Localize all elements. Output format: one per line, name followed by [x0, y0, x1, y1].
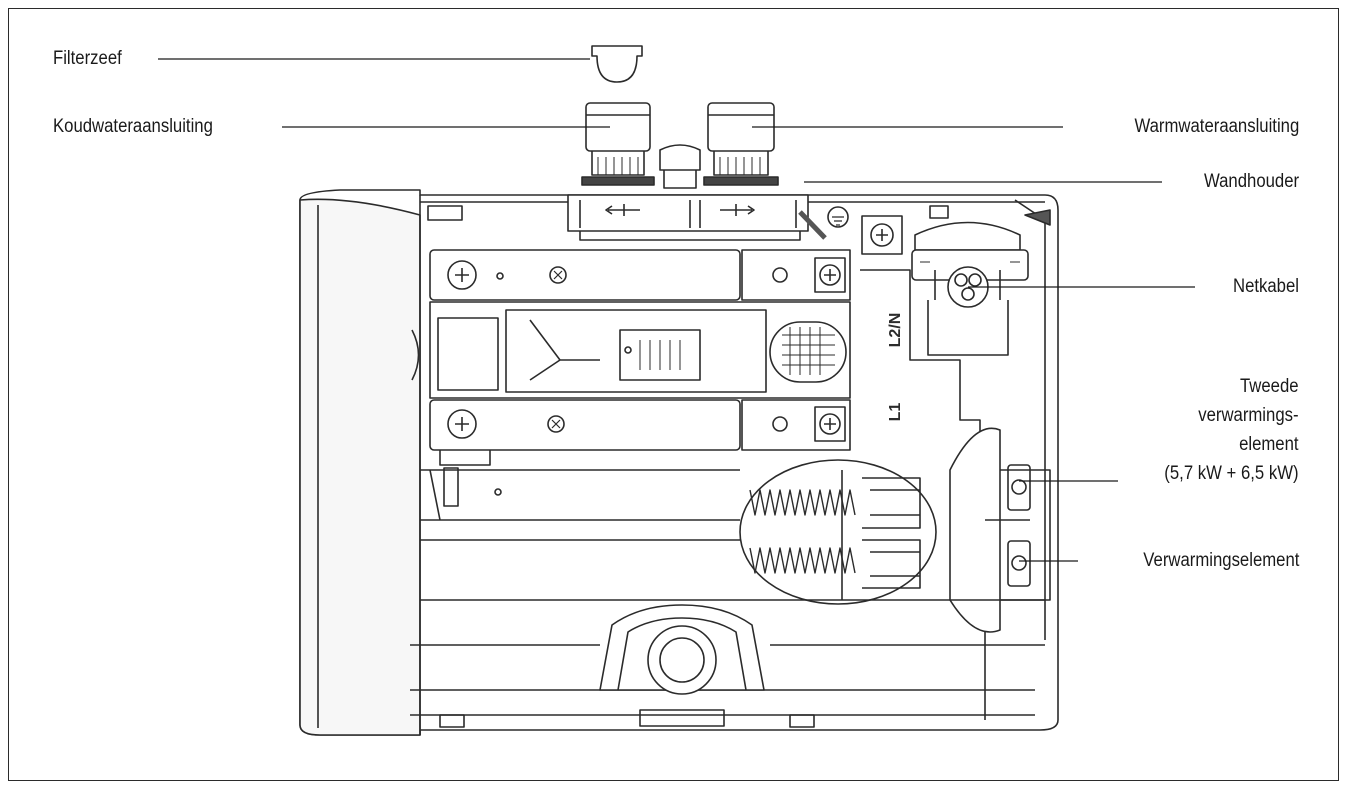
leader-lines [158, 58, 1195, 562]
terminal-block-top [861, 215, 903, 255]
diagram-frame [8, 8, 1339, 781]
ground-screw [827, 206, 849, 228]
label-tweede-line2: verwarmings- [1198, 405, 1299, 426]
label-verwarmingselement: Verwarmingselement [1142, 550, 1299, 571]
heating-coil [749, 547, 856, 574]
label-tweede-line3: element [1239, 434, 1299, 455]
label-filterzeef: Filterzeef [53, 48, 122, 69]
label-wandhouder: Wandhouder [1203, 171, 1299, 192]
label-tweede-line1: Tweede [1240, 376, 1299, 397]
terminal-label-l2n: L2/N [887, 313, 904, 348]
terminal-label-l1: L1 [887, 403, 904, 422]
bottom-outlet [599, 604, 765, 727]
center-clip [659, 144, 701, 189]
label-warmwateraansluiting: Warmwateraansluiting [1134, 116, 1299, 137]
label-tweede-verwarmingselement: Tweede verwarmings- element (5,7 kW + 6,… [1165, 372, 1299, 488]
net-cable-entry [911, 221, 1029, 356]
filter-sieve [591, 45, 643, 83]
warm-water-connector [703, 102, 779, 186]
cold-water-connector [581, 102, 655, 186]
upper-relay-bar [429, 249, 851, 301]
second-heating-coil [749, 489, 856, 516]
label-koudwateraansluiting: Koudwateraansluiting [53, 116, 213, 137]
pressure-switch [429, 301, 851, 399]
heating-element-magnifier [739, 459, 937, 605]
lower-relay-bar [429, 399, 851, 507]
wall-bracket [567, 194, 809, 241]
label-tweede-line4: (5,7 kW + 6,5 kW) [1164, 463, 1299, 484]
label-netkabel: Netkabel [1233, 276, 1299, 297]
